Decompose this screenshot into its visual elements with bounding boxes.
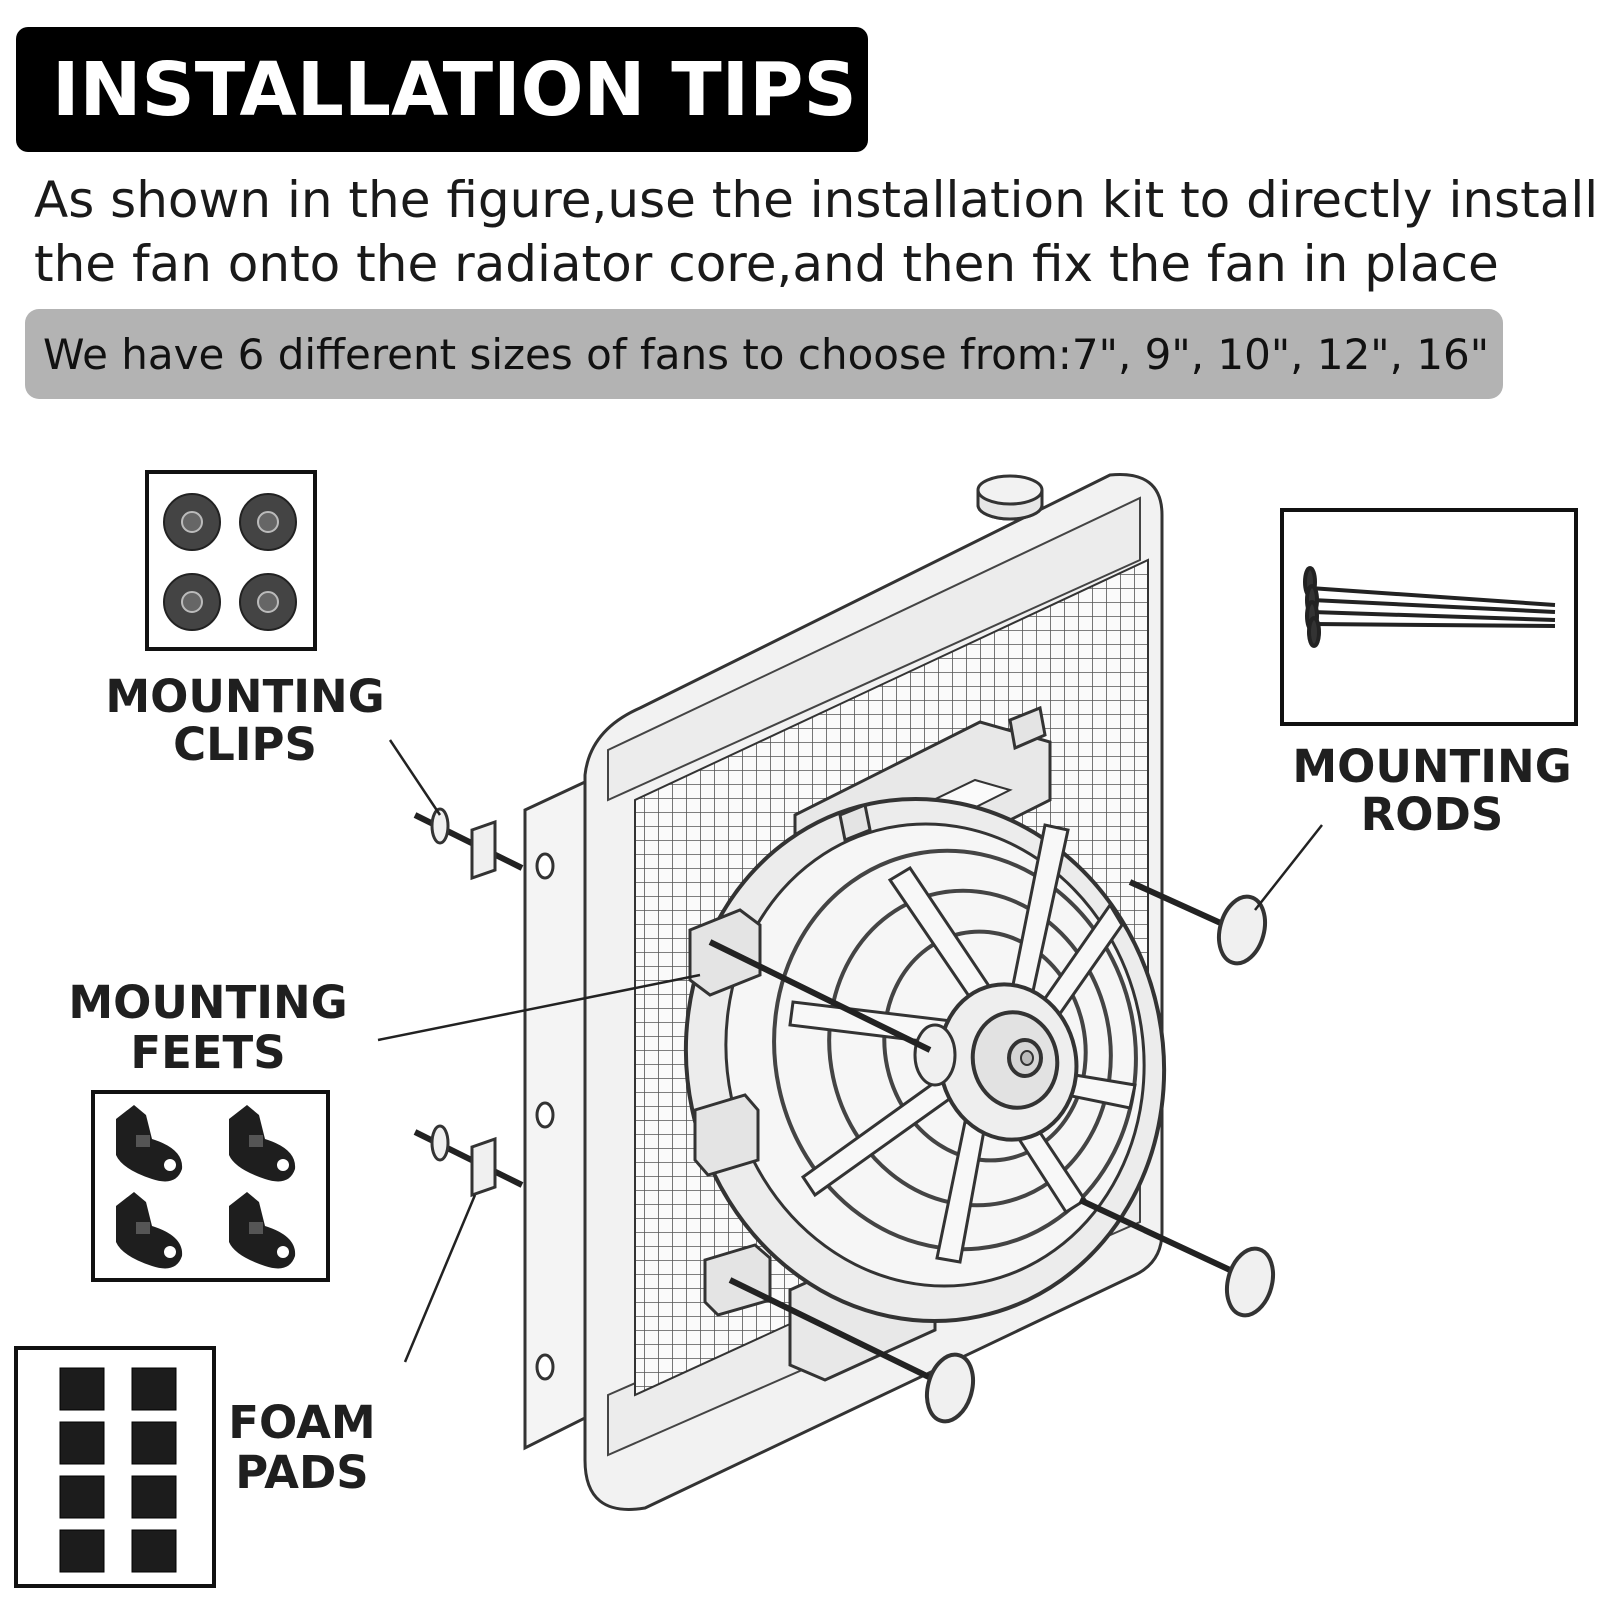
foam-pads-box <box>14 1346 216 1588</box>
mounting-clip-icon <box>163 573 221 631</box>
bracket-hole-icon <box>535 1353 555 1381</box>
bracket-hole-icon <box>535 1101 555 1129</box>
foam-pad-icon <box>59 1475 105 1519</box>
mounting-foot-icon <box>116 1192 183 1269</box>
fan-illustration <box>683 705 1167 1382</box>
rod-end-cap-icon <box>1224 1246 1276 1318</box>
mounting-foot-icon <box>229 1192 296 1269</box>
foam-pads-label-line2: PADS <box>235 1446 368 1499</box>
intro-line-1: As shown in the figure,use the installat… <box>34 171 1599 229</box>
foam-pads-label-line1: FOAM <box>228 1396 375 1449</box>
mounting-foot-icon <box>116 1105 183 1182</box>
mounting-rods-box <box>1280 508 1578 726</box>
installed-rods <box>708 879 1232 1383</box>
mounting-rod-icon <box>1303 566 1556 648</box>
installed-clip-bottom <box>413 1124 524 1198</box>
title-banner: INSTALLATION TIPS <box>16 27 868 152</box>
intro-line-2: the fan onto the radiator core,and then … <box>34 235 1499 293</box>
mounting-clips-box <box>145 470 317 651</box>
installed-clip-top <box>413 807 524 881</box>
foam-pad-icon <box>131 1475 177 1519</box>
fan-sizes-banner: We have 6 different sizes of fans to cho… <box>25 309 1503 399</box>
rod-end-cap-icon <box>1216 894 1268 966</box>
mounting-clip-icon <box>239 493 297 551</box>
leader-lines <box>377 739 1323 1363</box>
mounting-clips-label-line1: MOUNTING <box>105 670 384 723</box>
foam-pad-icon <box>59 1367 105 1411</box>
mounting-feets-box <box>91 1090 330 1282</box>
mounting-rods-label-line2: RODS <box>1361 788 1504 841</box>
mounting-rods-label-line1: MOUNTING <box>1292 740 1571 793</box>
foam-pad-icon <box>131 1421 177 1465</box>
rod-end-cap-icon <box>924 1352 976 1424</box>
page-title: INSTALLATION TIPS <box>52 46 857 133</box>
intro-text: As shown in the figure,use the installat… <box>34 168 1599 296</box>
mounting-feets-label-line1: MOUNTING <box>68 976 347 1029</box>
mounting-feets-label-line2: FEETS <box>130 1026 285 1079</box>
mounting-foot-icon <box>229 1105 296 1182</box>
mounting-clip-icon <box>239 573 297 631</box>
foam-pad-icon <box>59 1421 105 1465</box>
bracket-hole-icon <box>535 852 555 880</box>
foam-pad-icon <box>131 1529 177 1573</box>
fan-sizes-note: We have 6 different sizes of fans to cho… <box>43 329 1490 379</box>
foam-pad-icon <box>59 1529 105 1573</box>
mounting-clip-icon <box>163 493 221 551</box>
radiator-cap-icon <box>976 474 1044 521</box>
foam-pad-icon <box>131 1367 177 1411</box>
mounting-clips-label-line2: CLIPS <box>173 718 317 771</box>
